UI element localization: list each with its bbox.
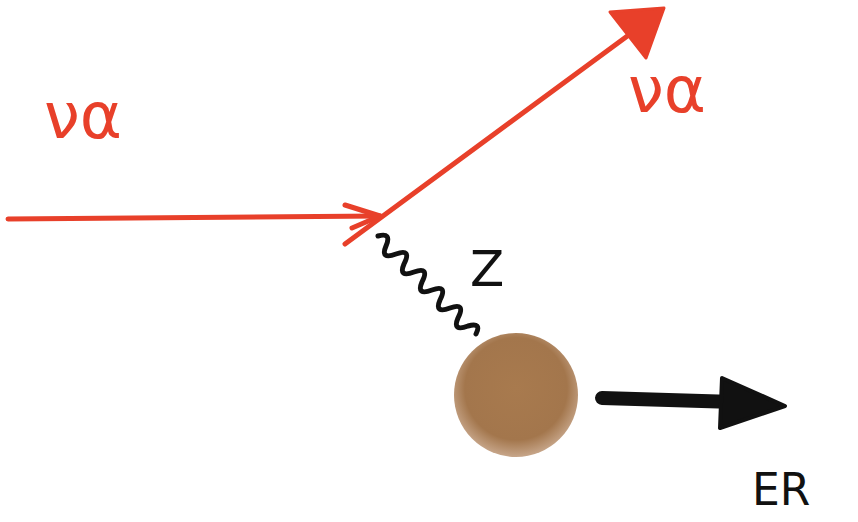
incoming-neutrino-line: [8, 216, 380, 219]
recoil-energy-label: ER: [752, 468, 810, 512]
nucleus: [454, 333, 578, 457]
z-boson-wave: [378, 235, 478, 334]
boson-label: Z: [470, 244, 504, 294]
neutrino-label: να: [44, 84, 122, 148]
outgoing-arrowhead: [610, 8, 664, 58]
recoil-arrowhead: [720, 378, 785, 428]
recoil-arrow-shaft: [602, 398, 735, 402]
neutrino-label: να: [628, 58, 706, 122]
outgoing-neutrino-line: [345, 12, 660, 244]
